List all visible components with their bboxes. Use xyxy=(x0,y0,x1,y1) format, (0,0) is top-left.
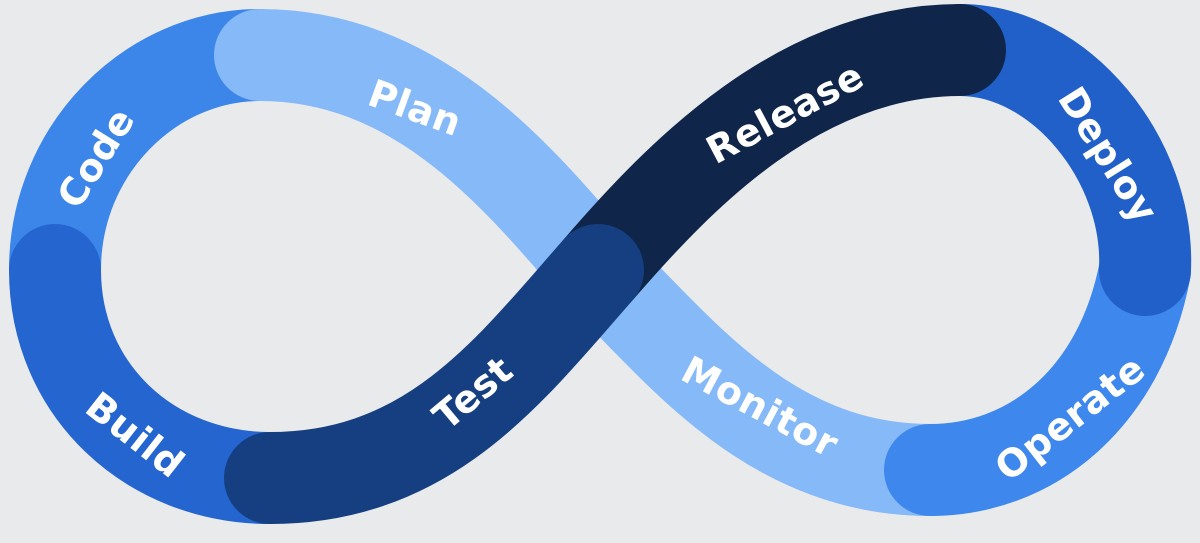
segment-release xyxy=(552,4,1006,316)
segment-build xyxy=(9,224,316,524)
segment-monitor xyxy=(552,224,976,516)
segment-plan xyxy=(214,9,644,316)
segment-operate xyxy=(884,224,1191,516)
segment-test xyxy=(224,224,644,524)
